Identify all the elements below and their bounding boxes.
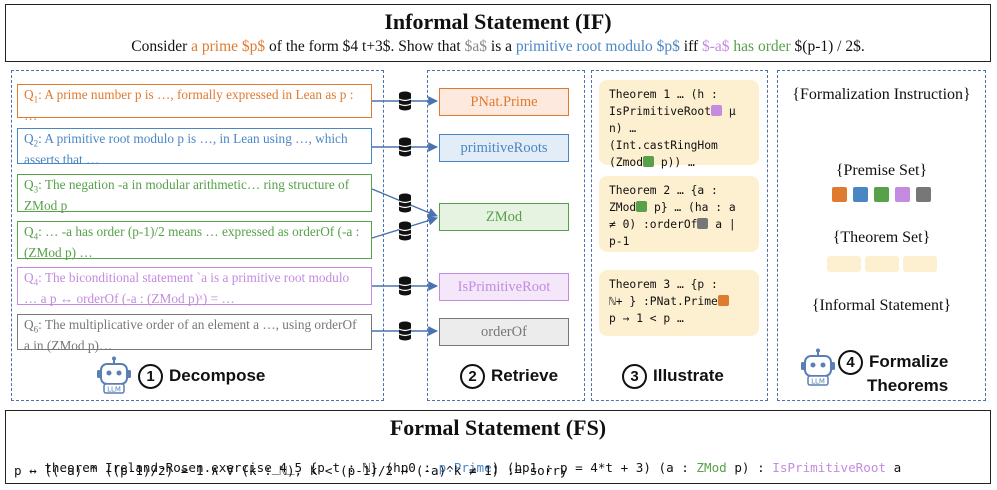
query-text: : The multiplicative order of an element… [24, 317, 357, 353]
theorem-pill [902, 256, 937, 272]
query-text: : A prime number p is …, formally expres… [24, 87, 354, 123]
formalize-section [777, 70, 986, 401]
query-index: 3 [33, 184, 39, 195]
step-1-circle: 1 [138, 364, 163, 389]
robot-icon: LLM [801, 348, 835, 386]
database-icon [398, 137, 412, 157]
illustrate-section [591, 70, 768, 401]
query-box-4: Q4: … -a has order (p-1)/2 means … expre… [17, 221, 372, 260]
formal-statement-line-1: theorem Ireland-Rosen.exercise_4_5 {p t … [44, 460, 902, 475]
query-letter: Q [24, 131, 34, 146]
query-letter: Q [24, 270, 34, 285]
theorem-pill [826, 256, 861, 272]
theorem-card-2: Theorem 2 … {a : ZMod p} … (ha : a ≠ 0) … [599, 176, 759, 252]
formalization-instruction: {Formalization Instruction} [792, 86, 971, 103]
premise-set-label: {Premise Set} [835, 162, 928, 179]
query-letter: Q [24, 317, 34, 332]
database-icon [398, 276, 412, 296]
retrieved-premise-4: IsPrimitiveRoot [439, 273, 569, 301]
theorem-card-1: Theorem 1 … (h : IsPrimitiveRoot μ n) … … [599, 80, 759, 169]
informal-statement-text: Consider a prime $p$ of the form $4 t+3$… [131, 38, 865, 55]
query-box-3: Q3: The negation -a in modular arithmeti… [17, 174, 372, 213]
database-icon [398, 193, 412, 213]
theorem-set-pills [777, 256, 986, 277]
step-3-circle: 3 [622, 364, 647, 389]
retrieve-section [427, 70, 585, 401]
query-text: : The negation -a in modular arithmetic…… [24, 177, 350, 213]
query-box-2: Q2: A primitive root modulo p is …, in L… [17, 128, 372, 167]
formal-statement-line-2: p ↔ ((-a) ^ ((p-1)/2) = 1 ∧ ∀ (k : ℕ), k… [14, 463, 568, 478]
theorem-pill [864, 256, 899, 272]
formal-statement-panel: Formal Statement (FS) theorem Ireland-Ro… [5, 410, 991, 484]
retrieved-premise-2: primitiveRoots [439, 134, 569, 162]
premise-square [832, 187, 847, 202]
informal-statement-label: {Informal Statement} [811, 297, 952, 314]
retrieved-premise-5: orderOf [439, 318, 569, 346]
query-box-1: Q1: A prime number p is …, formally expr… [17, 84, 372, 123]
premise-square [874, 187, 889, 202]
query-index: 4 [33, 231, 39, 242]
query-index: 1 [33, 94, 39, 105]
query-box-5: Q4: The biconditional statement `a is a … [17, 267, 372, 306]
premise-marker-orange [717, 295, 729, 306]
query-letter: Q [24, 224, 34, 239]
theorem-card-3: Theorem 3 … {p : ℕ+ } :PNat.Prime p → 1 … [599, 270, 759, 336]
premise-square [853, 187, 868, 202]
retrieved-premise-1: PNat.Prime [439, 88, 569, 116]
premise-marker-green [643, 156, 655, 167]
svg-text:LLM: LLM [811, 378, 825, 386]
premise-set-squares [777, 187, 986, 207]
premise-marker-grey [697, 218, 709, 229]
premise-marker-green [636, 201, 648, 212]
step-2-circle: 2 [460, 364, 485, 389]
premise-square [916, 187, 931, 202]
decompose-section [11, 70, 384, 401]
query-index: 2 [33, 138, 39, 149]
query-text: : … -a has order (p-1)/2 means … express… [24, 224, 360, 260]
informal-statement-panel: Informal Statement (IF) Consider a prime… [5, 4, 991, 62]
svg-text:LLM: LLM [107, 386, 121, 394]
query-letter: Q [24, 177, 34, 192]
query-text: : The biconditional statement `a is a pr… [24, 270, 350, 306]
premise-marker-purple [711, 105, 723, 116]
robot-icon: LLM [97, 356, 131, 394]
informal-statement-title: Informal Statement (IF) [384, 9, 612, 34]
formal-statement-title: Formal Statement (FS) [389, 415, 607, 440]
retrieved-premise-3: ZMod [439, 203, 569, 231]
database-icon [398, 321, 412, 341]
query-box-6: Q6: The multiplicative order of an eleme… [17, 314, 372, 353]
query-text: : A primitive root modulo p is …, in Lea… [24, 131, 348, 167]
query-letter: Q [24, 87, 34, 102]
query-index: 6 [33, 324, 39, 335]
theorem-set-label: {Theorem Set} [832, 229, 931, 246]
query-index: 4 [33, 277, 39, 288]
premise-square [895, 187, 910, 202]
database-icon [398, 91, 412, 111]
step-4-circle: 4 [838, 350, 863, 375]
database-icon [398, 221, 412, 241]
